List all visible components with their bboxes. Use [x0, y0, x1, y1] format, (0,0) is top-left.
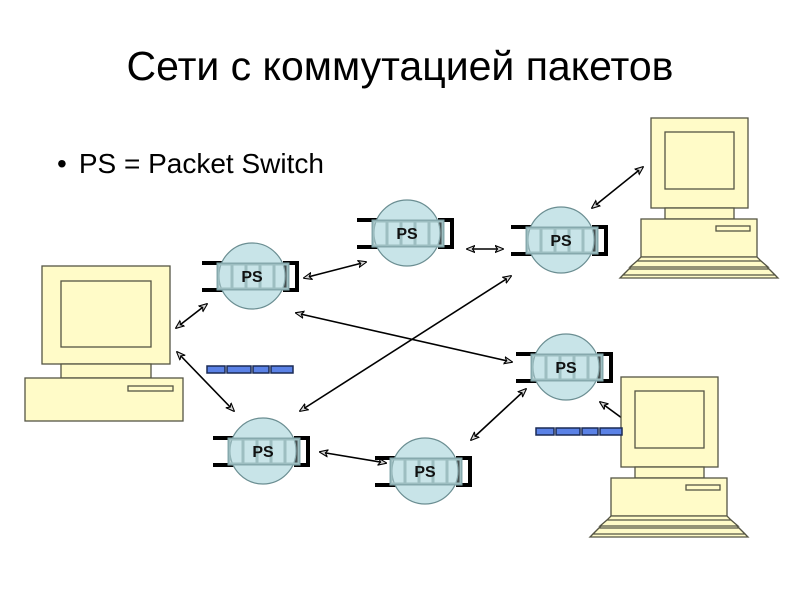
packet: [555, 427, 581, 436]
hosts-layer: [24, 117, 780, 538]
drive-slot: [127, 385, 174, 392]
link-ps3-host-top-right: [592, 167, 643, 208]
host-top-right: [618, 117, 780, 279]
host-bottom-right: [588, 376, 750, 538]
packet: [581, 427, 599, 436]
switch-label: PS: [252, 444, 274, 461]
packet: [599, 427, 623, 436]
monitor-stand: [634, 466, 705, 479]
packets-layer: [206, 365, 623, 436]
link-host-left-ps1: [176, 304, 207, 328]
drive-slot: [715, 225, 751, 232]
switches-layer: PS PS PS PS PS PS: [202, 199, 613, 505]
queue-buffer: [389, 457, 463, 486]
packets-left: [206, 365, 294, 374]
keyboard-row: [591, 527, 747, 535]
queue-buffer: [216, 262, 290, 291]
switch-label: PS: [241, 269, 263, 286]
packet-switch-ps1: PS: [202, 242, 299, 310]
screen: [60, 280, 152, 348]
queue-buffer: [227, 437, 301, 466]
link-ps1-ps2: [304, 262, 366, 278]
packet: [226, 365, 252, 374]
packet-switch-ps6: PS: [516, 333, 613, 401]
link-ps5-ps6: [471, 389, 526, 440]
host-left: [24, 265, 184, 422]
keyboard-row: [628, 260, 770, 268]
bullet-marker: •: [57, 148, 67, 179]
system-unit: [24, 377, 184, 422]
system-unit: [610, 477, 728, 517]
packet: [252, 365, 270, 374]
queue-buffer: [525, 226, 599, 255]
monitor-stand: [60, 363, 152, 379]
switch-label: PS: [414, 464, 436, 481]
packet: [535, 427, 555, 436]
switch-label: PS: [555, 360, 577, 377]
packet: [270, 365, 294, 374]
screen: [664, 131, 735, 190]
monitor-stand: [664, 207, 735, 220]
packet-switch-ps3: PS: [511, 206, 608, 274]
switch-label: PS: [396, 226, 418, 243]
bullet-text: PS = Packet Switch: [78, 148, 324, 179]
keyboard-row: [598, 519, 740, 527]
switch-label: PS: [550, 233, 572, 250]
link-ps1-ps6: [296, 313, 512, 362]
packet-switch-ps5: PS: [375, 437, 472, 505]
drive-slot: [685, 484, 721, 491]
packet-switch-ps2: PS: [357, 199, 454, 267]
packets-right: [535, 427, 623, 436]
packet: [206, 365, 226, 374]
screen: [634, 390, 705, 449]
link-ps4-ps3: [300, 276, 511, 411]
bullet-item: • PS = Packet Switch: [57, 150, 324, 178]
keyboard-row: [621, 268, 777, 276]
link-host-left-ps4: [177, 352, 234, 411]
slide-title: Сети с коммутацией пакетов: [126, 43, 674, 89]
link-ps4-ps5: [320, 452, 386, 463]
queue-buffer: [371, 219, 445, 248]
packet-switch-ps4: PS: [213, 417, 310, 485]
system-unit: [640, 218, 758, 258]
queue-buffer: [530, 353, 604, 382]
links-layer: [176, 167, 643, 463]
